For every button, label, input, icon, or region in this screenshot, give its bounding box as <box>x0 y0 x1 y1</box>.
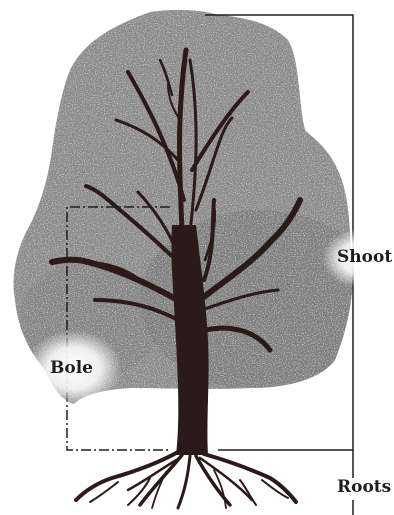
roots <box>76 452 296 508</box>
shoot-label: Shoot <box>337 249 392 266</box>
roots-label: Roots <box>337 479 391 496</box>
bole-label: Bole <box>50 360 93 377</box>
